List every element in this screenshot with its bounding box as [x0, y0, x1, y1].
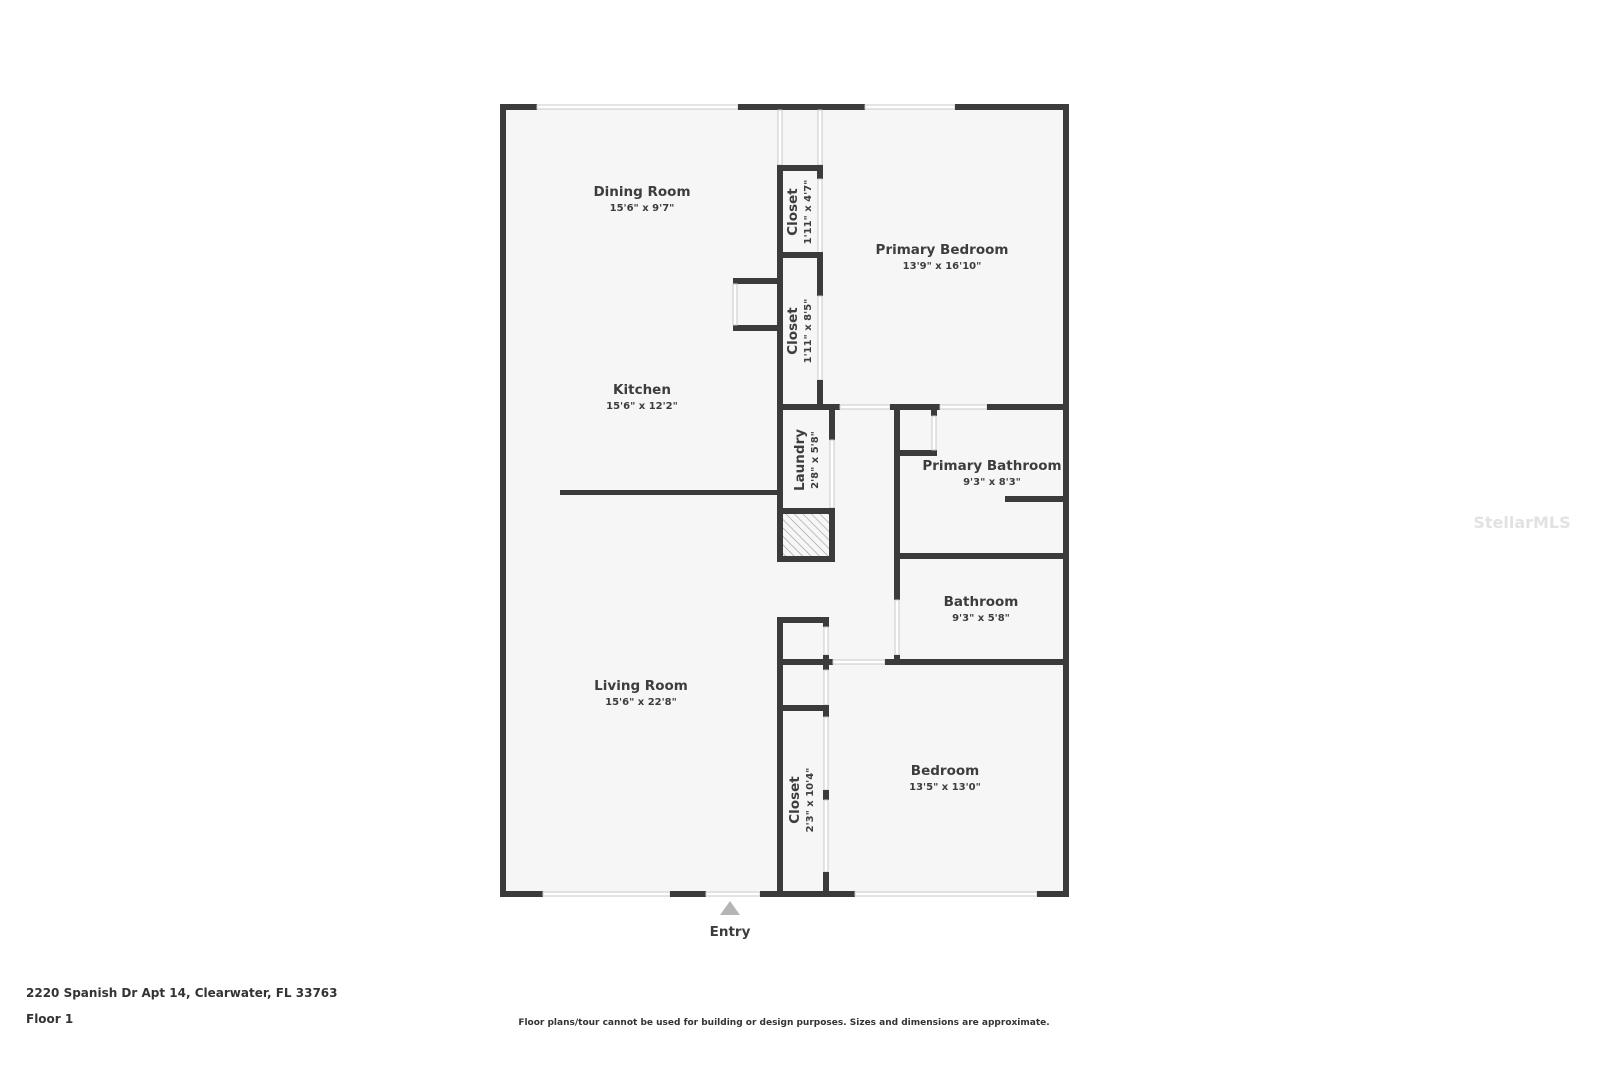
room-name: Living Room [594, 678, 688, 694]
room-name: Primary Bedroom [876, 242, 1009, 258]
window [536, 104, 739, 110]
room-dims: 13'5" x 13'0" [909, 782, 981, 793]
room-closet-1: Closet 1'11" x 4'7" [785, 180, 814, 245]
room-living: Living Room 15'6" x 22'8" [594, 678, 688, 708]
room-dims: 2'8" x 5'8" [810, 431, 821, 489]
room-name: Laundry [792, 429, 808, 491]
room-bedroom: Bedroom 13'5" x 13'0" [909, 763, 981, 793]
room-dims: 2'3" x 10'4" [805, 768, 816, 833]
window [864, 104, 956, 110]
watermark: StellarMLS [1473, 513, 1570, 532]
room-dims: 9'3" x 5'8" [952, 613, 1010, 624]
room-kitchen: Kitchen 15'6" x 12'2" [606, 382, 678, 412]
room-closet-3: Closet 2'3" x 10'4" [787, 768, 816, 833]
room-primary-bathroom: Primary Bathroom 9'3" x 8'3" [922, 458, 1061, 488]
walls [500, 104, 1069, 897]
room-name: Closet [785, 307, 801, 355]
room-name: Kitchen [613, 382, 671, 398]
entry-label: Entry [710, 924, 751, 940]
disclaimer: Floor plans/tour cannot be used for buil… [518, 1018, 1050, 1028]
room-dining: Dining Room 15'6" x 9'7" [593, 184, 690, 214]
room-name: Bedroom [911, 763, 979, 779]
room-name: Dining Room [593, 184, 690, 200]
room-dims: 15'6" x 12'2" [606, 401, 678, 412]
room-closet-2: Closet 1'11" x 8'5" [785, 299, 814, 364]
room-name: Closet [785, 188, 801, 236]
hatched-chase [783, 514, 829, 556]
address: 2220 Spanish Dr Apt 14, Clearwater, FL 3… [26, 986, 338, 1000]
entry-arrow-icon [720, 901, 740, 915]
room-dims: 1'11" x 4'7" [803, 180, 814, 245]
room-name: Closet [787, 776, 803, 824]
room-primary-bedroom: Primary Bedroom 13'9" x 16'10" [876, 242, 1009, 272]
window [542, 891, 671, 897]
room-name: Bathroom [944, 594, 1019, 610]
room-dims: 1'11" x 8'5" [803, 299, 814, 364]
room-dims: 15'6" x 22'8" [605, 697, 677, 708]
floor-label: Floor 1 [26, 1012, 74, 1026]
room-dims: 13'9" x 16'10" [903, 261, 982, 272]
room-bathroom: Bathroom 9'3" x 5'8" [944, 594, 1019, 624]
entry-door [705, 891, 761, 897]
floor-area [503, 107, 1066, 894]
room-laundry: Laundry 2'8" x 5'8" [792, 429, 821, 491]
room-name: Primary Bathroom [922, 458, 1061, 474]
window [854, 891, 1038, 897]
room-dims: 9'3" x 8'3" [963, 477, 1021, 488]
room-dims: 15'6" x 9'7" [610, 203, 675, 214]
